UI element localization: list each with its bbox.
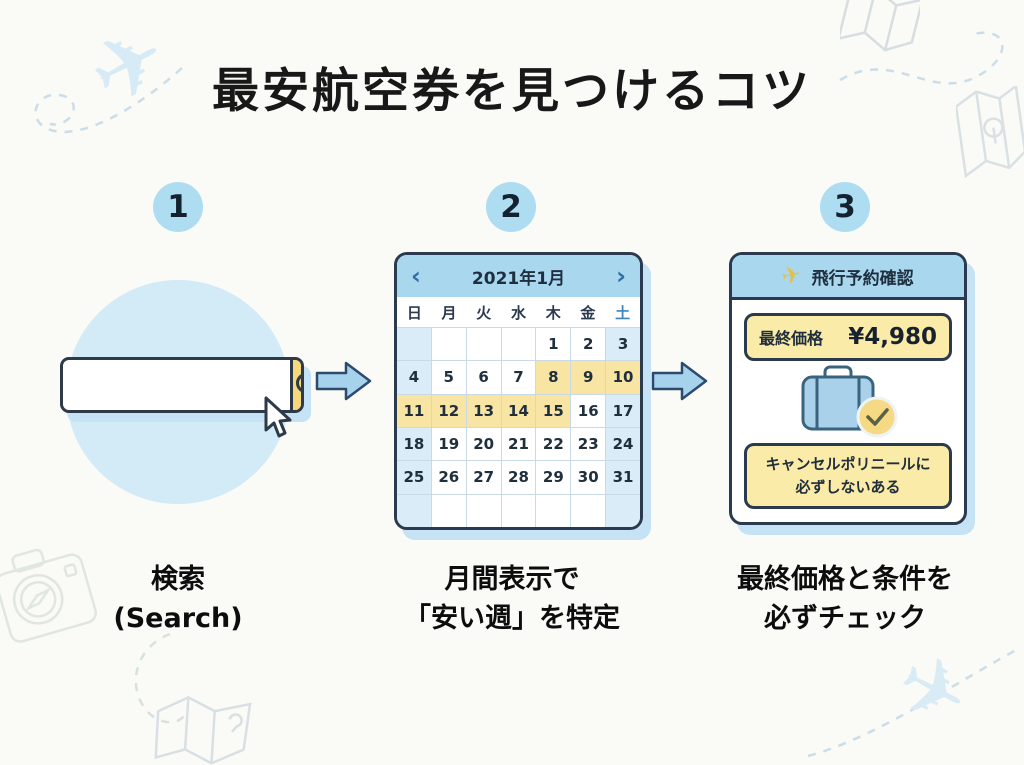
calendar-day-19[interactable]: 19 <box>431 427 466 461</box>
calendar-day-22[interactable]: 22 <box>536 427 571 461</box>
calendar-day-20[interactable]: 20 <box>466 427 501 461</box>
mouse-cursor-icon <box>264 396 292 438</box>
calendar-empty-cell <box>606 494 640 527</box>
step-3-caption: 最終価格と条件を 必ずチェック <box>696 560 994 638</box>
calendar-day-6[interactable]: 6 <box>466 361 501 394</box>
calendar-empty-cell <box>466 328 501 361</box>
calendar-day-1[interactable]: 1 <box>536 328 571 361</box>
calendar-day-30[interactable]: 30 <box>571 461 606 494</box>
caption-line: 最終価格と条件を <box>737 564 953 595</box>
calendar-empty-cell <box>431 328 466 361</box>
calendar-day-16[interactable]: 16 <box>571 394 606 427</box>
calendar-weekday-row: 日月火水木金土 <box>397 297 640 327</box>
calendar-day-18[interactable]: 18 <box>397 427 431 461</box>
card-title: 飛行予約確認 <box>811 268 914 289</box>
caption-line: 月間表示で <box>444 564 580 595</box>
search-button[interactable] <box>290 360 301 410</box>
price-value: ¥4,980 <box>848 324 937 350</box>
weekday-label: 土 <box>615 303 631 322</box>
check-icon <box>856 396 898 438</box>
calendar-day-7[interactable]: 7 <box>501 361 536 394</box>
calendar-empty-cell <box>397 328 431 361</box>
step-3-badge: 3 <box>820 182 870 232</box>
booking-confirmation-card: ✈ 飛行予約確認 最終価格 ¥4,980 キャンセルポリニー <box>729 252 967 525</box>
weekday-label: 月 <box>441 303 457 322</box>
suitcase-check-icon <box>801 365 898 438</box>
calendar-day-4[interactable]: 4 <box>397 361 431 394</box>
calendar-day-9[interactable]: 9 <box>571 361 606 394</box>
weekday-label: 水 <box>510 303 526 322</box>
step-2-caption: 月間表示で 「安い週」を特定 <box>380 560 644 638</box>
search-input[interactable] <box>63 360 290 410</box>
airplane-icon: ✈ <box>779 260 805 291</box>
note-line-1: キャンセルポリニールに <box>765 454 931 473</box>
arrow-right-icon <box>315 361 372 401</box>
calendar-empty-cell <box>431 494 466 527</box>
calendar-day-2[interactable]: 2 <box>571 328 606 361</box>
weekday-label: 火 <box>476 303 492 322</box>
final-price-box: 最終価格 ¥4,980 <box>744 313 952 361</box>
card-header: ✈ 飛行予約確認 <box>732 255 964 300</box>
caption-line: 「安い週」を特定 <box>404 603 620 635</box>
map-decor-bottom-center-icon <box>154 695 252 765</box>
calendar-day-28[interactable]: 28 <box>501 461 536 494</box>
arrow-right-icon <box>651 361 708 401</box>
calendar-empty-cell <box>397 494 431 527</box>
luggage-row <box>732 361 964 443</box>
calendar-day-14[interactable]: 14 <box>501 394 536 427</box>
calendar-day-26[interactable]: 26 <box>431 461 466 494</box>
calendar-day-25[interactable]: 25 <box>397 461 431 494</box>
calendar-month-label: 2021年1月 <box>471 268 566 289</box>
caption-line: (Search) <box>113 603 243 635</box>
step-2-badge: 2 <box>486 182 536 232</box>
calendar-day-10[interactable]: 10 <box>606 361 640 394</box>
calendar-day-3[interactable]: 3 <box>606 328 640 361</box>
caption-line: 検索 <box>151 564 205 595</box>
weekday-label: 金 <box>580 303 596 322</box>
calendar-day-23[interactable]: 23 <box>571 427 606 461</box>
step-1-caption: 検索 (Search) <box>48 560 308 638</box>
calendar-day-5[interactable]: 5 <box>431 361 466 394</box>
calendar-day-8[interactable]: 8 <box>536 361 571 394</box>
calendar-day-13[interactable]: 13 <box>466 394 501 427</box>
dashed-loop-bottom-left-icon <box>134 632 185 724</box>
calendar-next-button[interactable]: › <box>616 262 626 290</box>
cancel-policy-note: キャンセルポリニールに 必ずしないある <box>744 442 952 509</box>
calendar-header: ‹ 2021年1月 › <box>397 255 640 297</box>
calendar-empty-cell <box>536 494 571 527</box>
weekday-label: 木 <box>545 303 561 322</box>
calendar-empty-cell <box>501 328 536 361</box>
calendar-day-15[interactable]: 15 <box>536 394 571 427</box>
calendar-day-29[interactable]: 29 <box>536 461 571 494</box>
weekday-label: 日 <box>406 303 422 322</box>
note-line-2: 必ずしないある <box>795 477 901 496</box>
magnifier-icon <box>296 374 301 392</box>
calendar-day-12[interactable]: 12 <box>431 394 466 427</box>
calendar-empty-cell <box>571 494 606 527</box>
calendar-prev-button[interactable]: ‹ <box>411 262 421 290</box>
price-label: 最終価格 <box>759 329 824 348</box>
calendar-day-21[interactable]: 21 <box>501 427 536 461</box>
calendar-day-11[interactable]: 11 <box>397 394 431 427</box>
calendar-empty-cell <box>501 494 536 527</box>
map-decor-top-right-icon <box>840 0 920 52</box>
calendar-empty-cell <box>466 494 501 527</box>
calendar-day-17[interactable]: 17 <box>606 394 640 427</box>
step-1-badge: 1 <box>153 182 203 232</box>
calendar-day-27[interactable]: 27 <box>466 461 501 494</box>
search-bar <box>60 357 304 413</box>
page-title: 最安航空券を見つけるコツ <box>212 64 812 119</box>
airplane-decor-bottom-right-icon: ✈ <box>879 632 986 749</box>
calendar-day-31[interactable]: 31 <box>606 461 640 494</box>
caption-line: 必ずチェック <box>764 603 926 635</box>
calendar-day-24[interactable]: 24 <box>606 427 640 461</box>
dashed-trail-bottom-right-icon <box>807 646 1021 758</box>
